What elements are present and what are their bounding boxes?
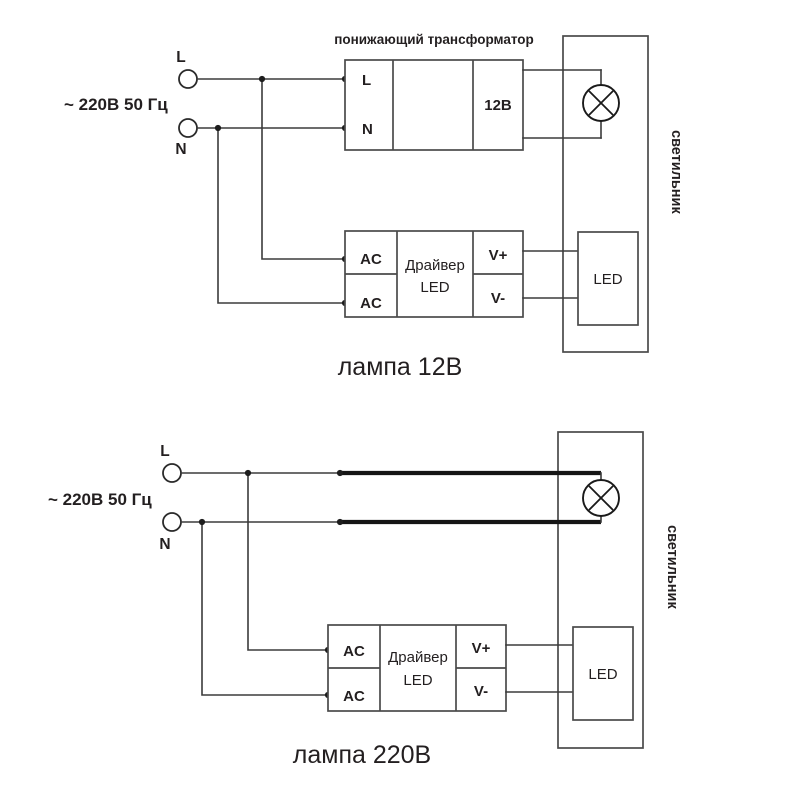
supply-label-12v: ~ 220В 50 Гц: [64, 95, 168, 114]
diagram-lamp-12v: светильник L N ~ 220В 50 Гц понижающий т…: [64, 32, 684, 381]
junction-dot-feeder-L-220v: [336, 469, 344, 477]
supply-label-220v: ~ 220В 50 Гц: [48, 490, 152, 509]
caption-lamp-12v: лампа 12В: [338, 353, 463, 381]
driver-terminal-ac2-220v: AC: [343, 688, 365, 705]
driver-terminal-vplus-220v: V+: [472, 640, 491, 657]
transformer-header-label: понижающий трансформатор: [334, 32, 534, 47]
transformer-block-12v: понижающий трансформатор L N 12В: [334, 32, 534, 151]
transformer-output-label: 12В: [484, 97, 512, 114]
junction-dot-feeder-N-220v: [336, 518, 344, 526]
driver-title-line2-12v: LED: [420, 279, 449, 296]
driver-terminal-ac1-12v: AC: [360, 251, 382, 268]
diagram-lamp-220v: светильник L N ~ 220В 50 Гц: [48, 431, 680, 769]
junction-dot-L-220v: [244, 469, 252, 477]
led-module-12v: LED: [577, 231, 639, 326]
terminal-line-12v[interactable]: [178, 69, 198, 89]
caption-lamp-220v: лампа 220В: [293, 741, 431, 769]
wire-L-branch-to-driver: [261, 78, 346, 260]
enclosure-outline-220v: [557, 431, 644, 749]
led-module-220v: LED: [572, 626, 634, 721]
wire-N-branch-to-driver-220v: [201, 521, 329, 696]
driver-title-line1-12v: Драйвер: [405, 257, 465, 274]
led-driver-block-220v: AC AC Драйвер LED V+ V-: [327, 624, 507, 712]
transformer-terminal-N: N: [362, 121, 373, 138]
wire-L-branch-to-driver-220v: [247, 472, 329, 651]
terminal-label-L-12v: L: [176, 49, 185, 66]
led-driver-block-12v: AC AC Драйвер LED V+ V-: [344, 230, 524, 318]
junction-dot-N-12v: [214, 124, 222, 132]
enclosure-label-12v: светильник: [668, 130, 684, 214]
junction-dot-L-12v: [258, 75, 266, 83]
junction-dot-N-220v: [198, 518, 206, 526]
driver-terminal-ac2-12v: AC: [360, 295, 382, 312]
driver-terminal-ac1-220v: AC: [343, 643, 365, 660]
driver-title-line2-220v: LED: [403, 672, 432, 689]
lamp-symbol-12v: [582, 84, 620, 122]
transformer-body: [344, 59, 524, 151]
driver-terminal-vminus-220v: V-: [474, 683, 488, 700]
terminal-line-220v[interactable]: [162, 463, 182, 483]
terminal-label-L-220v: L: [160, 443, 169, 460]
terminal-label-N-12v: N: [175, 141, 186, 158]
enclosure-label-220v: светильник: [664, 525, 680, 609]
terminal-neutral-220v[interactable]: [162, 512, 182, 532]
enclosure-outline-12v: [562, 35, 649, 353]
driver-terminal-vplus-12v: V+: [489, 247, 508, 264]
terminal-neutral-12v[interactable]: [178, 118, 198, 138]
led-module-body-12v: [577, 231, 639, 326]
led-module-body-220v: [572, 626, 634, 721]
driver-title-line1-220v: Драйвер: [388, 649, 448, 666]
driver-terminal-vminus-12v: V-: [491, 290, 505, 307]
led-module-label-220v: LED: [588, 666, 617, 683]
transformer-terminal-L: L: [362, 72, 371, 89]
led-module-label-12v: LED: [593, 271, 622, 288]
lamp-cross-stroke-b-12v: [588, 90, 614, 116]
lamp-symbol-220v: [582, 479, 620, 517]
lamp-cross-stroke-b-220v: [588, 485, 614, 511]
terminal-label-N-220v: N: [159, 536, 170, 553]
wire-N-branch-to-driver: [217, 127, 346, 304]
